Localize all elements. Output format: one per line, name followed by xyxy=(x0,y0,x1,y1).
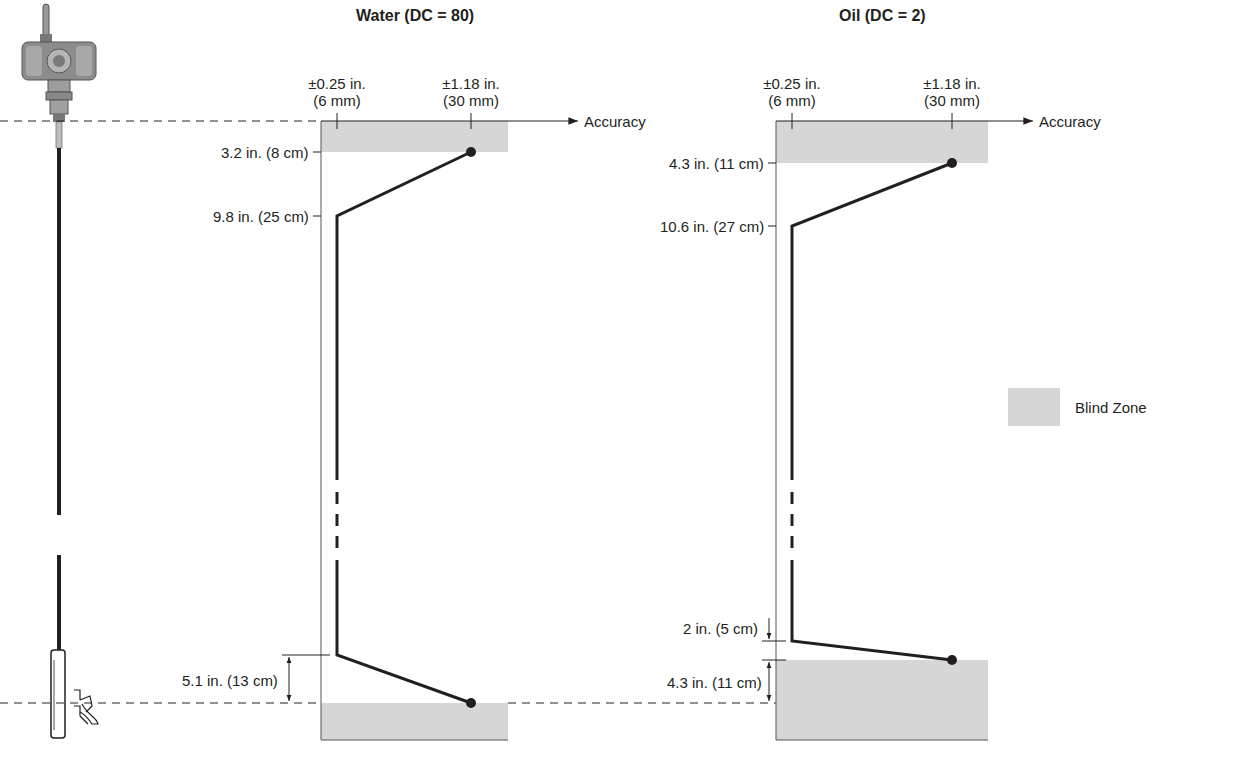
dimension-label: 4.3 in. (11 cm) xyxy=(667,674,762,691)
dimension-label: 4.3 in. (11 cm) xyxy=(669,155,764,172)
dimension-label: 5.1 in. (13 cm) xyxy=(182,672,278,689)
dimension-label: 3.2 in. (8 cm) xyxy=(221,144,309,161)
dimension-label: 9.8 in. (25 cm) xyxy=(213,208,309,225)
chart-title: Water (DC = 80) xyxy=(356,7,474,24)
reference-lines xyxy=(0,121,776,703)
oil-chart xyxy=(762,113,1033,740)
dimension-label: Accuracy xyxy=(584,113,646,130)
legend-swatch xyxy=(1008,388,1060,426)
transmitter-illustration xyxy=(22,4,98,738)
dimension-label: Accuracy xyxy=(1039,113,1101,130)
chart-title: Oil (DC = 2) xyxy=(839,7,926,24)
dimension-label: 2 in. (5 cm) xyxy=(683,620,758,637)
dimension-label: ±0.25 in. (6 mm) xyxy=(301,75,373,109)
dimension-label: ±1.18 in. (30 mm) xyxy=(435,75,507,109)
water-chart xyxy=(282,113,578,740)
dimension-label: ±0.25 in. (6 mm) xyxy=(756,75,828,109)
dimension-label: 10.6 in. (27 cm) xyxy=(660,218,764,235)
legend-text: Blind Zone xyxy=(1075,399,1147,416)
dimension-label: ±1.18 in. (30 mm) xyxy=(916,75,988,109)
